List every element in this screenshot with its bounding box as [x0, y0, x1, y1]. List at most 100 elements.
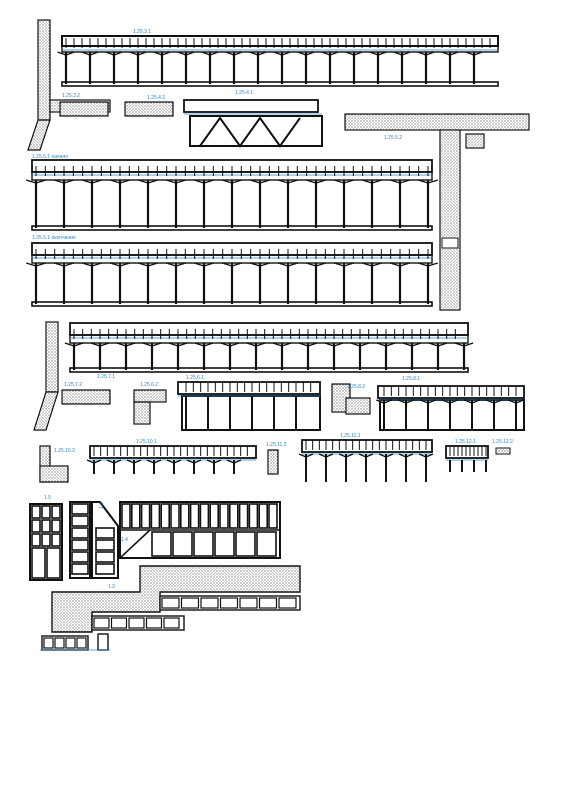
frame-member: [147, 179, 159, 184]
frame-cell: [31, 533, 41, 547]
frame-cell: [193, 531, 214, 557]
frame-member: [89, 51, 99, 56]
frame-member: [249, 51, 259, 56]
frame-cell: [51, 533, 61, 547]
frame-member: [272, 342, 283, 347]
frame-member: [277, 179, 289, 184]
panel-1-2: 1.2: [69, 501, 119, 579]
frame-cell: [41, 533, 51, 547]
label-1-25-11-1: 1.25.11.1: [340, 433, 361, 439]
panel-1-25-12-1: 1.25.12.1: [445, 439, 489, 472]
frame-member: [508, 399, 517, 404]
frame-member: [333, 342, 344, 347]
frame-member: [25, 262, 37, 267]
frame-member: [425, 453, 434, 458]
panel-1-25-10-2: 1.25.10.2: [39, 445, 75, 483]
frame-member: [464, 399, 473, 404]
frame-member: [119, 262, 131, 267]
label-1-2: 1.2: [99, 502, 105, 509]
label-1-25-3-2: 1.25.3.2: [62, 93, 80, 99]
frame-cell: [76, 637, 87, 649]
frame-cell: [41, 505, 51, 519]
frame-cell: [95, 539, 115, 551]
frame-member: [281, 342, 292, 347]
frame-member: [471, 399, 480, 404]
frame-cell: [258, 503, 269, 529]
panel-1-25-6-1: 1.25.6.1: [177, 375, 321, 431]
frame-member: [231, 262, 243, 267]
frame-cell: [31, 505, 41, 519]
frame-member: [329, 51, 339, 56]
frame-member: [119, 179, 131, 184]
label-1-25-7-1: 1.25.7.1: [97, 374, 115, 380]
panel-1-25-10-1: 1.25.10.1: [86, 439, 257, 474]
frame-member: [399, 179, 411, 184]
frame-member: [63, 179, 75, 184]
frame-member: [257, 51, 267, 56]
frame-member: [486, 399, 495, 404]
frame-member: [393, 51, 403, 56]
frame-member: [225, 51, 235, 56]
frame-member: [428, 342, 439, 347]
label-1-25-10-1: 1.25.10.1: [136, 439, 157, 445]
frame-member: [427, 399, 436, 404]
frame-member: [161, 51, 171, 56]
frame-member: [315, 262, 327, 267]
frame-member: [427, 179, 439, 184]
frame-member: [385, 342, 396, 347]
frame-member: [246, 342, 257, 347]
frame-member: [371, 262, 383, 267]
frame-cell: [160, 503, 170, 529]
frame-member: [417, 51, 427, 56]
frame-member: [399, 262, 411, 267]
frame-member: [277, 262, 289, 267]
frame-member: [376, 342, 387, 347]
frame-member: [249, 262, 261, 267]
frame-member: [133, 459, 142, 464]
label-1-25-5-2: 1.25.5.2: [384, 135, 402, 141]
frame-member: [365, 453, 374, 458]
panel-1-25-4-2: 1.25.4.2: [124, 95, 174, 117]
frame-member: [249, 179, 261, 184]
frame-member: [402, 342, 413, 347]
frame-member: [449, 51, 459, 56]
panel-1-5: 1.5: [29, 495, 63, 581]
frame-cell: [71, 503, 89, 515]
frame-member: [515, 399, 524, 404]
frame-cell: [71, 515, 89, 527]
frame-member: [442, 399, 451, 404]
frame-cell: [200, 597, 219, 609]
frame-member: [137, 262, 149, 267]
frame-member: [411, 342, 422, 347]
frame-member: [383, 399, 392, 404]
frame-member: [325, 453, 334, 458]
frame-member: [91, 262, 103, 267]
frame-member: [305, 262, 317, 267]
panel-1-25-6-2: 1.25.6.2: [133, 382, 167, 425]
frame-member: [226, 459, 235, 464]
frame-member: [441, 51, 451, 56]
frame-cell: [239, 597, 258, 609]
panel-1-4: 1.4: [119, 501, 281, 559]
frame-member: [345, 453, 354, 458]
frame-member: [209, 51, 219, 56]
frame-cell: [170, 503, 180, 529]
label-1-25-4-2: 1.25.4.2: [147, 95, 165, 101]
panel-1-25-11-2: 1.25.11.2: [266, 442, 287, 475]
frame-member: [91, 179, 103, 184]
frame-member: [418, 453, 427, 458]
label-1-25-5-1-start: 1.25.5.1 начало: [32, 154, 68, 160]
frame-member: [361, 179, 373, 184]
frame-cell: [161, 597, 180, 609]
frame-member: [361, 262, 373, 267]
frame-member: [86, 459, 95, 464]
frame-member: [473, 51, 483, 56]
frame-member: [106, 459, 115, 464]
frame-member: [153, 51, 163, 56]
label-1-25-3-1: 1.25.3.1: [133, 29, 151, 35]
panel-1-25-8-1: 1.25.8.1: [376, 376, 525, 431]
frame-cell: [229, 503, 239, 529]
frame-member: [259, 262, 271, 267]
frame-cell: [163, 617, 180, 629]
